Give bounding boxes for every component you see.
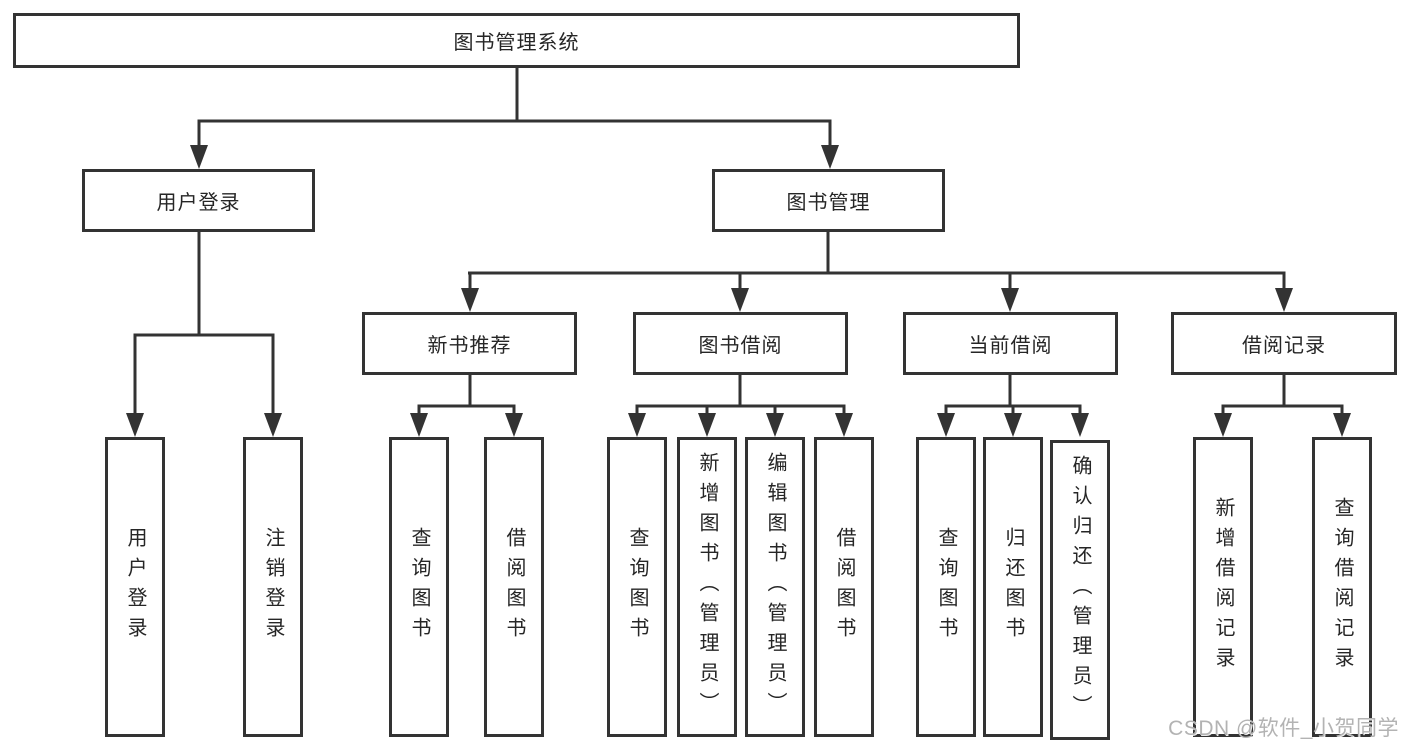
- leaf-return-book: 归还图书: [983, 437, 1043, 737]
- node-label: 借阅图书: [503, 527, 525, 647]
- leaf-query-book-current: 查询图书: [916, 437, 976, 737]
- leaf-edit-book-admin: 编辑图书（管理员）: [745, 437, 805, 737]
- node-label: 编辑图书（管理员）: [764, 452, 786, 722]
- node-label: 当前借阅: [968, 335, 1053, 357]
- node-label: 归还图书: [1002, 527, 1024, 647]
- node-current-borrow: 当前借阅: [903, 312, 1118, 375]
- node-label: 图书借阅: [698, 335, 783, 357]
- leaf-borrow-book-recommend: 借阅图书: [484, 437, 544, 737]
- leaf-query-book-recommend: 查询图书: [389, 437, 449, 737]
- node-label: 查询借阅记录: [1331, 497, 1353, 677]
- leaf-confirm-return-admin: 确认归还（管理员）: [1050, 440, 1110, 740]
- connector-user-login-to-leaves: [126, 232, 282, 437]
- connector-book-management-to-level3: [461, 232, 1293, 312]
- leaf-logout: 注销登录: [243, 437, 303, 737]
- leaf-user-login: 用户登录: [105, 437, 165, 737]
- leaf-query-borrow-record: 查询借阅记录: [1312, 437, 1372, 737]
- connector-root-to-level2: [190, 68, 839, 169]
- node-label: 查询图书: [935, 527, 957, 647]
- node-label: 新书推荐: [427, 335, 512, 357]
- node-label: 用户登录: [156, 192, 241, 214]
- node-label: 确认归还（管理员）: [1069, 455, 1091, 725]
- connector-borrow-record-to-leaves: [1214, 375, 1351, 437]
- node-book-management: 图书管理: [712, 169, 945, 232]
- node-new-book-recommend: 新书推荐: [362, 312, 577, 375]
- node-label: 借阅图书: [833, 527, 855, 647]
- leaf-borrow-book: 借阅图书: [814, 437, 874, 737]
- node-label: 用户登录: [124, 527, 146, 647]
- node-label: 借阅记录: [1242, 335, 1326, 357]
- node-label: 图书管理: [786, 192, 871, 214]
- connector-current-borrow-to-leaves: [937, 375, 1089, 437]
- node-label: 新增图书（管理员）: [696, 452, 718, 722]
- csdn-watermark: CSDN @软件_小贺同学: [1168, 717, 1399, 740]
- node-label: 注销登录: [262, 527, 284, 647]
- node-label: 查询图书: [626, 527, 648, 647]
- node-label: 图书管理系统: [453, 32, 580, 54]
- node-borrow-record: 借阅记录: [1171, 312, 1397, 375]
- leaf-query-book-borrow: 查询图书: [607, 437, 667, 737]
- connector-book-borrow-to-leaves: [628, 375, 853, 437]
- connector-new-book-to-leaves: [410, 375, 523, 437]
- node-label: 新增借阅记录: [1212, 497, 1234, 677]
- node-book-borrow: 图书借阅: [633, 312, 848, 375]
- node-label: 查询图书: [408, 527, 430, 647]
- node-user-login: 用户登录: [82, 169, 315, 232]
- node-root-system: 图书管理系统: [13, 13, 1020, 68]
- leaf-add-book-admin: 新增图书（管理员）: [677, 437, 737, 737]
- leaf-add-borrow-record: 新增借阅记录: [1193, 437, 1253, 737]
